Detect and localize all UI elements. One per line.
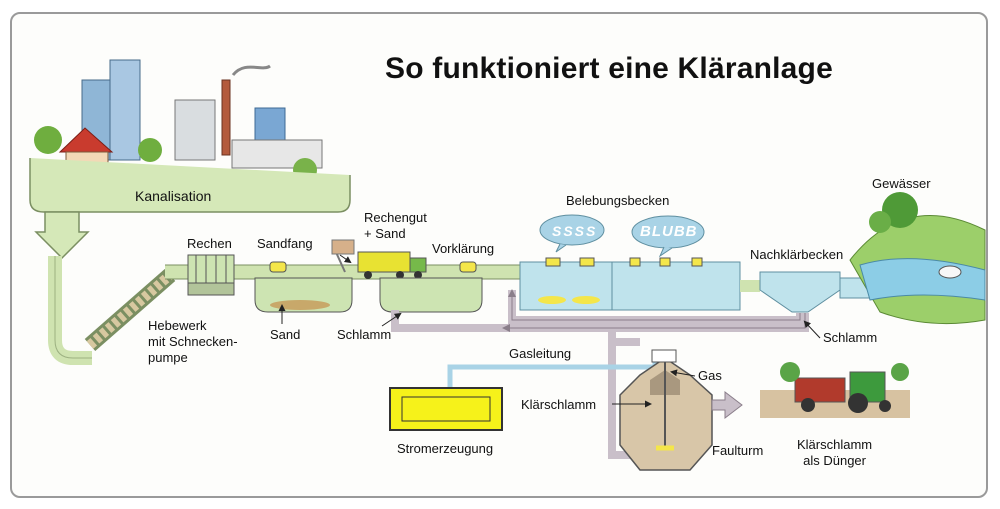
label-stromerzeugung: Stromerzeugung (397, 441, 494, 456)
label-rechen: Rechen (187, 236, 232, 251)
inflow-pipe (48, 256, 92, 365)
faulturm-tower (619, 349, 713, 471)
label-klaerschlamm: Klärschlamm (521, 397, 597, 412)
tractor-illustration (760, 362, 910, 418)
label-schlamm-nachklaerung: Schlamm (823, 330, 878, 345)
label-vorklaerung: Vorklärung (432, 241, 495, 256)
stromerzeugung-generator (389, 387, 503, 431)
nachklaerbecken-tank (759, 271, 841, 313)
belebungsbecken-tanks (519, 257, 741, 311)
rechengut-truck (331, 239, 427, 279)
page-title: So funktioniert eine Kläranlage (385, 52, 833, 85)
label-nachklaerbecken: Nachklärbecken (750, 247, 844, 262)
bubble-blubb: BLUBB (640, 223, 698, 240)
label-rechengut: Rechengut + Sand (364, 210, 427, 241)
screw-pump (84, 268, 176, 352)
rechen-box (187, 254, 235, 296)
label-gewaesser: Gewässer (872, 176, 931, 191)
label-klaerschlamm-duenger: Klärschlamm als Dünger (797, 437, 873, 468)
label-sand: Sand (270, 327, 301, 342)
bubble-ssss: SSSS (552, 223, 598, 239)
leader-lines (278, 254, 821, 408)
faulturm-outflow-arrow (711, 390, 743, 420)
label-belebungsbecken: Belebungsbecken (566, 193, 670, 208)
label-kanalisation: Kanalisation (135, 188, 212, 204)
vorklaerung-tank (379, 277, 483, 313)
label-hebewerk: Hebewerk mit Schnecken- pumpe (148, 318, 238, 365)
label-schlamm-vorklaerung: Schlamm (337, 327, 392, 342)
blubb-cloud (631, 215, 705, 258)
ssss-cloud (539, 214, 605, 253)
label-gasleitung: Gasleitung (509, 346, 572, 361)
kanalisation-down-arrow (34, 211, 90, 260)
kanalisation-trough (29, 158, 351, 213)
gewaesser-landscape (849, 192, 986, 325)
label-sandfang: Sandfang (257, 236, 313, 251)
label-faulturm: Faulturm (712, 443, 764, 458)
label-gas: Gas (698, 368, 722, 383)
